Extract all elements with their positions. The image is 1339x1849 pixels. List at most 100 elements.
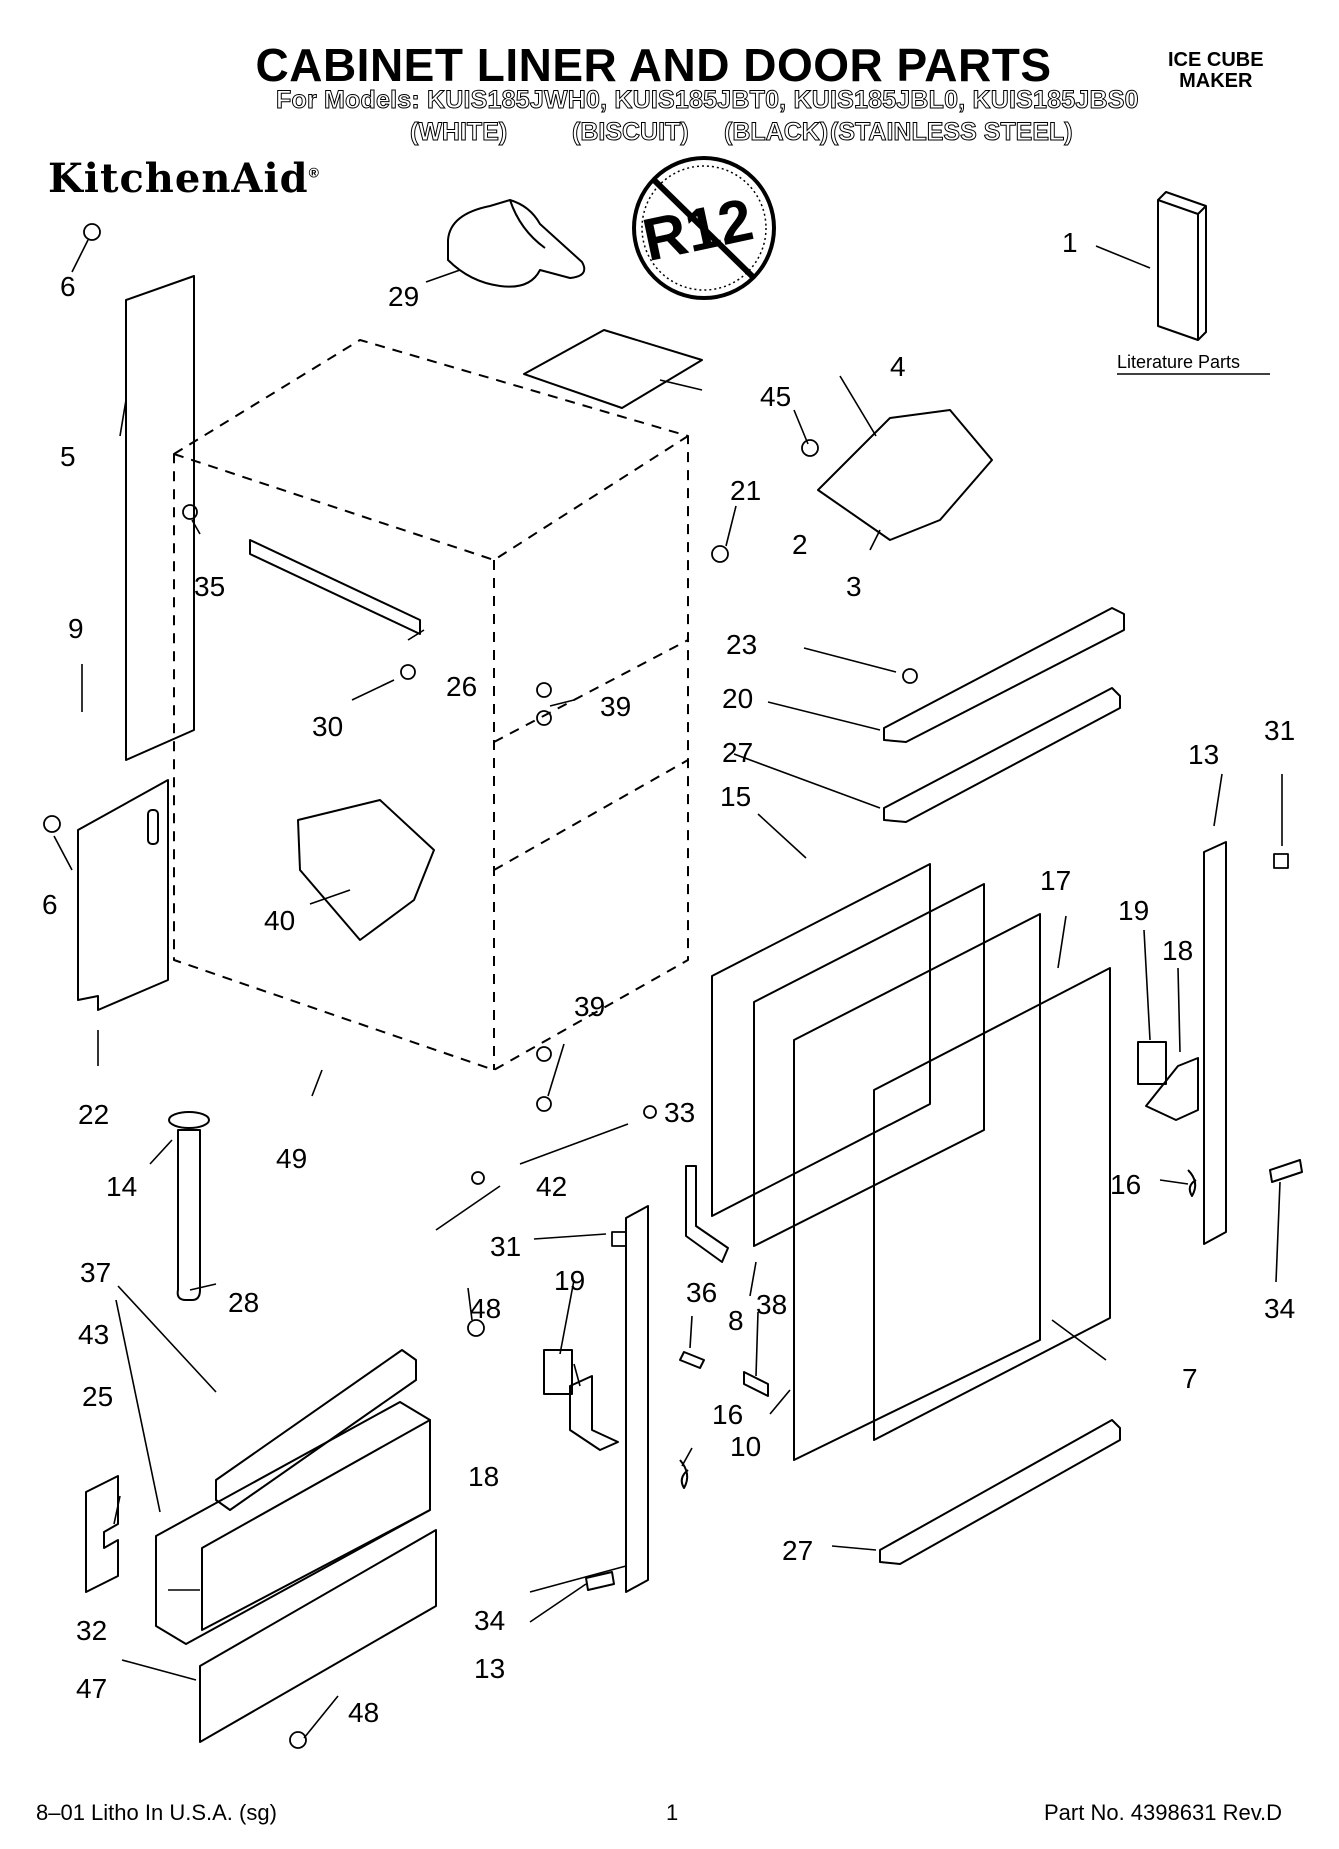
cabinet-outline: [173, 339, 689, 1071]
callout-25: 25: [82, 1381, 113, 1412]
callout-6-top: 6: [60, 271, 76, 302]
callout-27-bottom: 27: [782, 1535, 813, 1566]
callout-13-left: 13: [474, 1653, 505, 1684]
callout-38: 38: [756, 1289, 787, 1320]
callout-27-top: 27: [722, 737, 753, 768]
part-13-right-bracket: [1203, 841, 1227, 1245]
callout-20: 20: [722, 683, 753, 714]
part-15-gasket: [711, 863, 931, 1217]
callout-7: 7: [1182, 1363, 1198, 1394]
part-43-insulation: [155, 1401, 431, 1645]
part-28-tube: [176, 1129, 201, 1301]
callout-37: 37: [80, 1257, 111, 1288]
callout-34-left: 34: [474, 1605, 505, 1636]
linework: [43, 156, 1303, 1749]
part-34-right-pin: [1269, 1159, 1303, 1183]
part-47-grille: [199, 1529, 437, 1743]
part-19-left-hinge-plate: [543, 1349, 573, 1395]
literature-parts-label: Literature Parts: [1117, 352, 1240, 372]
brand-logo: KitchenAid®: [48, 155, 320, 202]
part-18-left-hinge: [569, 1375, 619, 1451]
callout-28: 28: [228, 1287, 259, 1318]
brand-registered-mark: ®: [308, 164, 320, 181]
product-type: ICE CUBE MAKER: [1168, 50, 1264, 92]
callout-45: 45: [760, 381, 791, 412]
callout-32: 32: [76, 1615, 107, 1646]
part-22-slot: [147, 809, 159, 845]
callout-35: 35: [194, 571, 225, 602]
footer-page-number: 1: [666, 1800, 679, 1825]
footer-part-number: Part No. 4398631 Rev.D: [1044, 1800, 1283, 1825]
variant-white: (WHITE): [409, 118, 508, 147]
callout-33: 33: [664, 1097, 695, 1128]
part-20-top-trim: [883, 607, 1125, 743]
part-22-lower-panel: [77, 779, 169, 1011]
callout-3: 3: [846, 571, 862, 602]
callout-43: 43: [78, 1319, 109, 1350]
footer-litho: 8–01 Litho In U.S.A. (sg): [36, 1800, 277, 1825]
callout-36: 36: [686, 1277, 717, 1308]
part-36-spring: [679, 1351, 705, 1369]
callout-9: 9: [68, 613, 84, 644]
no-r12-symbol: [632, 156, 776, 300]
callout-14: 14: [106, 1171, 137, 1202]
callout-19-left: 19: [554, 1265, 585, 1296]
part-3-tray: [817, 409, 993, 541]
leader-lines: [53, 239, 1283, 1739]
callout-8: 8: [728, 1305, 744, 1336]
part-32-cover: [201, 1419, 431, 1631]
part-25-clip: [85, 1475, 119, 1593]
part-19-right-hinge-plate: [1137, 1041, 1167, 1085]
callout-47: 47: [76, 1673, 107, 1704]
model-list: For Models: KUIS185JWH0, KUIS185JBT0, KU…: [276, 86, 1140, 115]
callout-48-top: 48: [470, 1293, 501, 1324]
part-34-left-pin: [585, 1571, 615, 1591]
variant-stainless: (STAINLESS STEEL): [830, 118, 1074, 147]
callout-40: 40: [264, 905, 295, 936]
callout-numbers: 1 2 3 4 5 6 6 7 8 9 10 13 13 14 15 16 16…: [42, 227, 1295, 1728]
callout-48-bottom: 48: [348, 1697, 379, 1728]
part-16-left-clip: [679, 1459, 689, 1489]
brand-name: KitchenAid: [48, 155, 309, 202]
part-26-strip: [249, 539, 421, 635]
part-16-right-clip: [1187, 1169, 1197, 1197]
callout-6-mid: 6: [42, 889, 58, 920]
callout-10: 10: [730, 1431, 761, 1462]
callout-23: 23: [726, 629, 757, 660]
page-title: CABINET LINER AND DOOR PARTS: [255, 39, 1052, 91]
callout-21: 21: [730, 475, 761, 506]
part-45-pad: [523, 329, 703, 409]
callout-5: 5: [60, 441, 76, 472]
screws: [43, 223, 1289, 1749]
part-10-frame: [793, 913, 1041, 1461]
product-line-1: ICE CUBE: [1168, 49, 1264, 71]
part-40-bin: [297, 799, 435, 941]
part-7-door: [873, 967, 1111, 1441]
callout-16-right: 16: [1110, 1169, 1141, 1200]
callout-18-left: 18: [468, 1461, 499, 1492]
callout-18-right: 18: [1162, 935, 1193, 966]
part-33-bracket: [685, 1165, 729, 1263]
callout-30: 30: [312, 711, 343, 742]
variant-black: (BLACK): [723, 118, 829, 147]
callout-34-right: 34: [1264, 1293, 1295, 1324]
part-18-right-hinge: [1145, 1057, 1199, 1121]
part-29-ridge: [509, 199, 546, 249]
callout-42: 42: [536, 1171, 567, 1202]
callout-17: 17: [1040, 865, 1071, 896]
callout-31-right: 31: [1264, 715, 1295, 746]
part-27-top-rail: [883, 687, 1121, 823]
callout-13-right: 13: [1188, 739, 1219, 770]
callout-4: 4: [890, 351, 906, 382]
product-line-2: MAKER: [1179, 70, 1253, 92]
part-38-pin: [743, 1371, 769, 1397]
part-8-liner: [753, 883, 985, 1247]
callout-49: 49: [276, 1143, 307, 1174]
callout-16-left: 16: [712, 1399, 743, 1430]
part-27-bottom-rail: [879, 1419, 1121, 1565]
part-5-side-panel: [125, 275, 195, 761]
callout-15: 15: [720, 781, 751, 812]
callout-1: 1: [1062, 227, 1078, 258]
callout-22: 22: [78, 1099, 109, 1130]
